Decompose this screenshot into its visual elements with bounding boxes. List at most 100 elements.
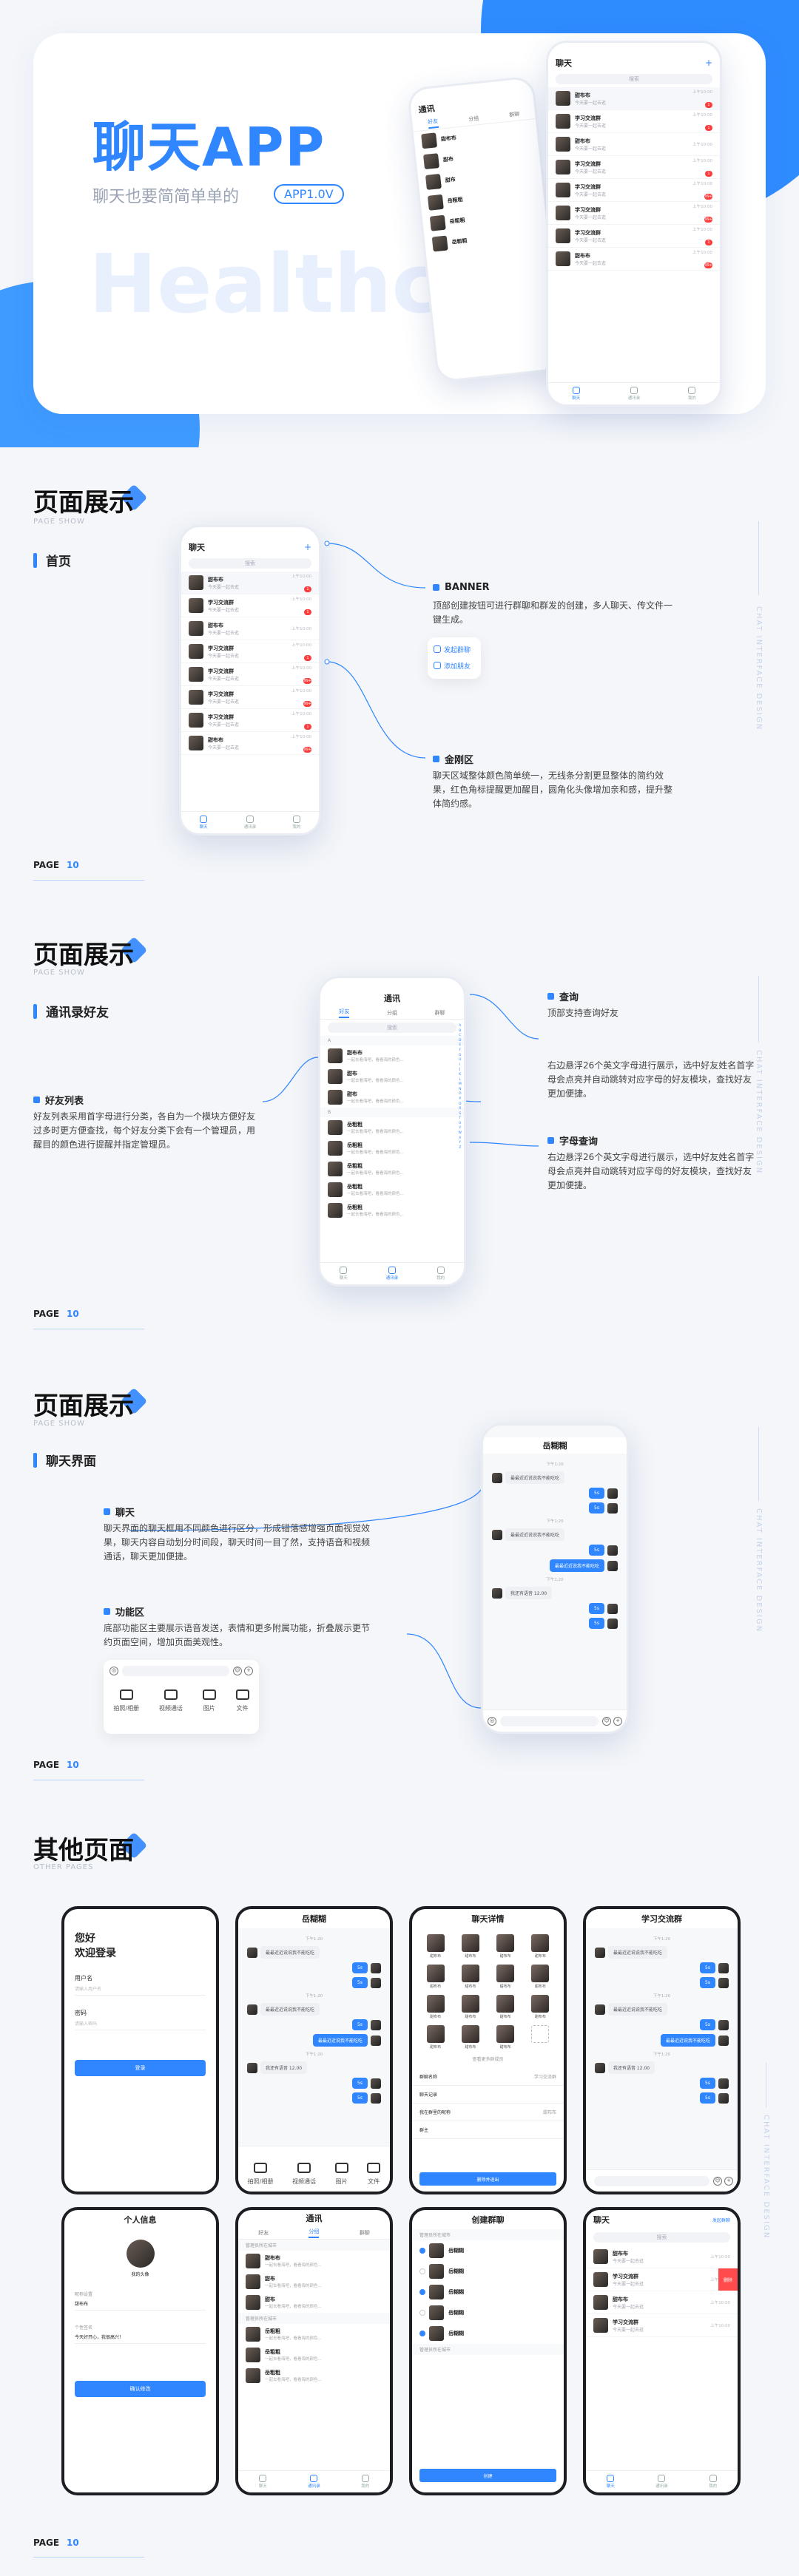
member-cell[interactable]: 甜布布 (490, 1995, 522, 2019)
avatar[interactable] (607, 1618, 618, 1629)
tab-chat[interactable]: 聊天 (607, 2475, 615, 2489)
avatar[interactable] (371, 2092, 381, 2104)
add-icon[interactable]: + (303, 542, 311, 552)
member-cell[interactable]: 甜布布 (419, 1965, 451, 1989)
avatar[interactable] (718, 1977, 729, 1988)
avatar[interactable] (607, 1560, 618, 1571)
tab-contacts[interactable]: 通讯录 (655, 2475, 668, 2489)
list-item[interactable]: 甜布一起去看海吧，看看海的颜色... (320, 1087, 464, 1108)
avatar[interactable] (492, 1472, 502, 1483)
avatar[interactable] (371, 1962, 381, 1973)
tab-me[interactable]: 我的 (436, 1267, 445, 1281)
avatar[interactable] (718, 2019, 729, 2030)
settings-row[interactable]: 聊天记录 (412, 2086, 564, 2104)
signature-field[interactable]: 今天好开心，我很高兴！ (75, 2331, 206, 2344)
member-cell[interactable]: 甜布布 (525, 1995, 556, 2019)
list-item[interactable]: 甜布一起去看海吧，看看海的颜色... (320, 1066, 464, 1087)
add-friend-button[interactable]: 添加朋友 (434, 657, 475, 674)
start-group-chat-link[interactable]: 发起群聊 (712, 2217, 730, 2223)
password-field[interactable]: 请输入密码 (75, 2017, 206, 2030)
avatar[interactable] (492, 1587, 502, 1599)
list-item[interactable]: 岳粗粗一起去看海吧，看看海的颜色... (320, 1117, 464, 1138)
avatar[interactable] (371, 2035, 381, 2046)
avatar[interactable] (607, 1603, 618, 1614)
avatar[interactable] (607, 1488, 618, 1499)
tab-me[interactable]: 我的 (292, 816, 300, 830)
start-group-chat-button[interactable]: 发起群聊 (434, 641, 475, 657)
tab-chat[interactable]: 聊天 (572, 387, 580, 401)
list-item[interactable]: 甜布一起去看海吧，看看海的颜色... (238, 2271, 390, 2292)
tab-groups[interactable]: 分组 (386, 1009, 397, 1016)
avatar[interactable] (595, 2004, 605, 2015)
member-cell[interactable]: 甜布布 (490, 1934, 522, 1959)
search-input[interactable]: 搜索 (328, 1023, 456, 1033)
avatar[interactable] (607, 1545, 618, 1556)
avatar[interactable] (247, 1947, 257, 1958)
member-cell[interactable]: 甜布布 (419, 1934, 451, 1959)
avatar[interactable] (371, 1977, 381, 1988)
checkbox[interactable] (419, 2331, 425, 2336)
avatar[interactable] (718, 2092, 729, 2104)
add-icon[interactable]: + (704, 58, 712, 68)
list-item[interactable]: 岳粗粗一起去看海吧，看看海的颜色... (320, 1200, 464, 1221)
list-item[interactable]: 岳粗粗一起去看海吧，看看海的颜色... (238, 2324, 390, 2345)
checkbox[interactable] (419, 2248, 425, 2254)
settings-row[interactable]: 我在群里的昵称甜布布 (412, 2104, 564, 2121)
avatar[interactable] (718, 2078, 729, 2089)
list-item[interactable]: 甜布布一起去看海吧，看看海的颜色... (320, 1045, 464, 1066)
more-members-link[interactable]: 查看更多群成员 (472, 2057, 504, 2062)
avatar[interactable] (371, 2078, 381, 2089)
tab-groups[interactable]: 分组 (309, 2228, 320, 2238)
more-icon[interactable]: + (724, 2176, 733, 2186)
message-input[interactable] (122, 1666, 229, 1676)
list-item[interactable]: 甜布布一起去看海吧，看看海的颜色... (238, 2251, 390, 2271)
settings-row[interactable]: 群聊名称学习交流群 (412, 2068, 564, 2086)
member-cell[interactable]: 甜布布 (454, 1965, 486, 1989)
tab-me[interactable]: 我的 (709, 2475, 717, 2489)
avatar[interactable] (247, 2062, 257, 2073)
search-input[interactable]: 搜索 (189, 558, 311, 569)
select-row[interactable]: 岳糊糊 (412, 2302, 564, 2323)
username-field[interactable]: 请输入用户名 (75, 1982, 206, 1996)
tab-group-chats[interactable]: 群聊 (434, 1009, 445, 1016)
member-cell[interactable]: 甜布布 (490, 2025, 522, 2050)
delete-button[interactable]: 删除 (718, 2268, 738, 2291)
emoji-icon[interactable]: ☺ (233, 1667, 242, 1675)
member-cell[interactable]: 甜布布 (525, 1965, 556, 1989)
image-button[interactable]: 图片 (334, 2163, 348, 2186)
tab-contacts[interactable]: 通讯录 (308, 2475, 320, 2489)
login-button[interactable]: 登录 (75, 2060, 206, 2076)
confirm-button[interactable]: 确认修改 (75, 2381, 206, 2397)
video-call-button[interactable]: 视频通话 (292, 2163, 316, 2186)
emoji-icon[interactable]: ☺ (713, 2176, 722, 2186)
chat-row[interactable]: 甜布布今天要一起去逛上午10:00 (586, 2245, 738, 2268)
settings-row[interactable]: 群主 (412, 2121, 564, 2139)
select-row[interactable]: 岳糊糊 (412, 2323, 564, 2344)
avatar[interactable] (718, 2035, 729, 2046)
member-cell[interactable]: 甜布布 (454, 1934, 486, 1959)
exit-group-button[interactable]: 删除并退出 (419, 2172, 556, 2186)
avatar[interactable] (595, 2062, 605, 2073)
list-item[interactable]: 岳粗粗一起去看海吧，看看海的颜色... (238, 2365, 390, 2386)
member-cell[interactable]: 甜布布 (419, 2025, 451, 2050)
tab-chat[interactable]: 聊天 (200, 816, 208, 830)
avatar[interactable] (126, 2240, 155, 2268)
photo-album-button[interactable]: 拍照/相册 (248, 2163, 273, 2186)
video-call-button[interactable]: 视频通话 (159, 1689, 183, 1712)
avatar[interactable] (371, 2019, 381, 2030)
voice-icon[interactable]: ◎ (109, 1667, 118, 1675)
list-item[interactable]: 岳粗粗一起去看海吧，看看海的颜色... (320, 1179, 464, 1200)
tab-me[interactable]: 我的 (361, 2475, 369, 2489)
